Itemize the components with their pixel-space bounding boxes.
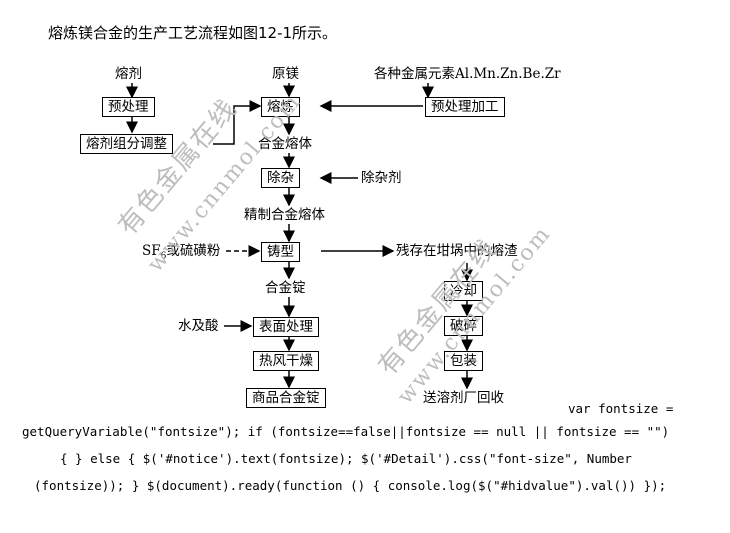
node-flux-adjust: 熔剂组分调整	[80, 134, 173, 154]
node-smelting: 熔炼	[261, 97, 300, 117]
node-surface-treatment: 表面处理	[253, 317, 319, 337]
code-line: (fontsize)); } $(document).ready(functio…	[34, 478, 667, 493]
node-alloy-melt: 合金熔体	[258, 135, 312, 153]
node-refined-melt: 精制合金熔体	[244, 206, 325, 224]
node-water-acid: 水及酸	[178, 317, 219, 335]
code-line: getQueryVariable("fontsize"); if (fontsi…	[22, 424, 670, 439]
flow-arrows	[126, 83, 473, 390]
node-packing: 包装	[444, 351, 483, 371]
node-metal-elements: 各种金属元素Al.Mn.Zn.Be.Zr	[374, 65, 561, 83]
node-residue: 残存在坩埚中的熔渣	[396, 242, 518, 260]
node-flux-pretreat: 预处理	[102, 97, 155, 117]
node-crushing: 破碎	[444, 316, 483, 336]
node-impurity-agent: 除杂剂	[361, 169, 402, 187]
node-recycle: 送溶剂厂回收	[423, 389, 504, 407]
node-hot-air-drying: 热风干燥	[253, 351, 319, 371]
sf6-rest: 或硫磺粉	[166, 243, 221, 259]
node-raw-mg: 原镁	[272, 65, 299, 83]
node-cooling: 冷却	[444, 281, 483, 301]
sf6-main: SF	[142, 243, 161, 259]
node-ingot: 合金锭	[265, 279, 306, 297]
sf6-subscript: 6	[160, 251, 167, 262]
node-metal-pretreat: 预处理加工	[425, 97, 505, 117]
node-impurity-removal: 除杂	[261, 168, 300, 188]
process-flowchart: 熔剂 预处理 熔剂组分调整 原镁 熔炼 合金熔体 除杂 除杂剂 精制合金熔体 铸…	[78, 63, 568, 413]
node-casting: 铸型	[261, 242, 300, 262]
node-sf6: SF6或硫磺粉	[142, 242, 221, 266]
intro-text: 熔炼镁合金的生产工艺流程如图12-1所示。	[48, 24, 338, 42]
code-line: var fontsize =	[568, 401, 674, 416]
code-line: { } else { $('#notice').text(fontsize); …	[60, 451, 632, 466]
node-flux: 熔剂	[115, 65, 142, 83]
node-commodity-ingot: 商品合金锭	[246, 388, 326, 408]
